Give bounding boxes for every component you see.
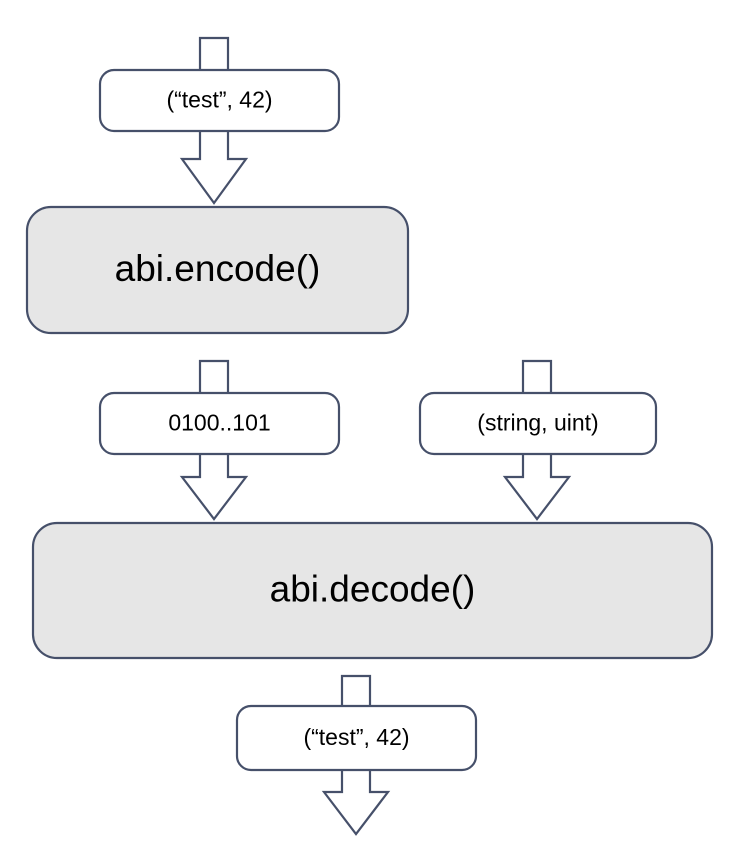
node-encoded-bytes[interactable]: 0100..101	[98, 391, 341, 456]
node-type-tuple[interactable]: (string, uint)	[418, 391, 658, 456]
node-body-abi-decode	[31, 521, 714, 660]
node-label-type-tuple: (string, uint)	[477, 410, 598, 436]
node-abi-encode[interactable]: abi.encode()	[25, 205, 410, 335]
node-body-type-tuple	[418, 391, 658, 456]
connector-layer	[179, 36, 572, 836]
connector-arrow-arrow-bytes-to-decode	[179, 454, 249, 521]
node-body-abi-encode	[25, 205, 410, 335]
connector-stub-stub-into-encoded-bytes	[198, 359, 230, 393]
node-abi-decode[interactable]: abi.decode()	[31, 521, 714, 660]
connector-arrow-arrow-out-of-output	[321, 770, 391, 836]
node-body-output-tuple	[235, 704, 478, 772]
connector-stub-stub-into-type-tuple	[521, 359, 553, 393]
connector-stub-stub-into-output	[340, 674, 372, 706]
node-label-output-tuple: (“test”, 42)	[303, 724, 409, 750]
connector-stub-stub-into-input	[198, 36, 230, 70]
node-label-input-tuple: (“test”, 42)	[166, 87, 272, 113]
node-label-abi-encode: abi.encode()	[115, 248, 321, 289]
node-body-input-tuple	[98, 68, 341, 133]
node-label-abi-decode: abi.decode()	[270, 568, 476, 609]
node-input-tuple[interactable]: (“test”, 42)	[98, 68, 341, 133]
node-output-tuple[interactable]: (“test”, 42)	[235, 704, 478, 772]
node-layer: (“test”, 42) abi.encode() 0100..101 (string…	[25, 68, 714, 772]
connector-arrow-arrow-input-to-encode	[179, 131, 249, 205]
connector-arrow-arrow-types-to-decode	[502, 454, 572, 521]
node-body-encoded-bytes	[98, 391, 341, 456]
node-label-encoded-bytes: 0100..101	[168, 410, 270, 436]
